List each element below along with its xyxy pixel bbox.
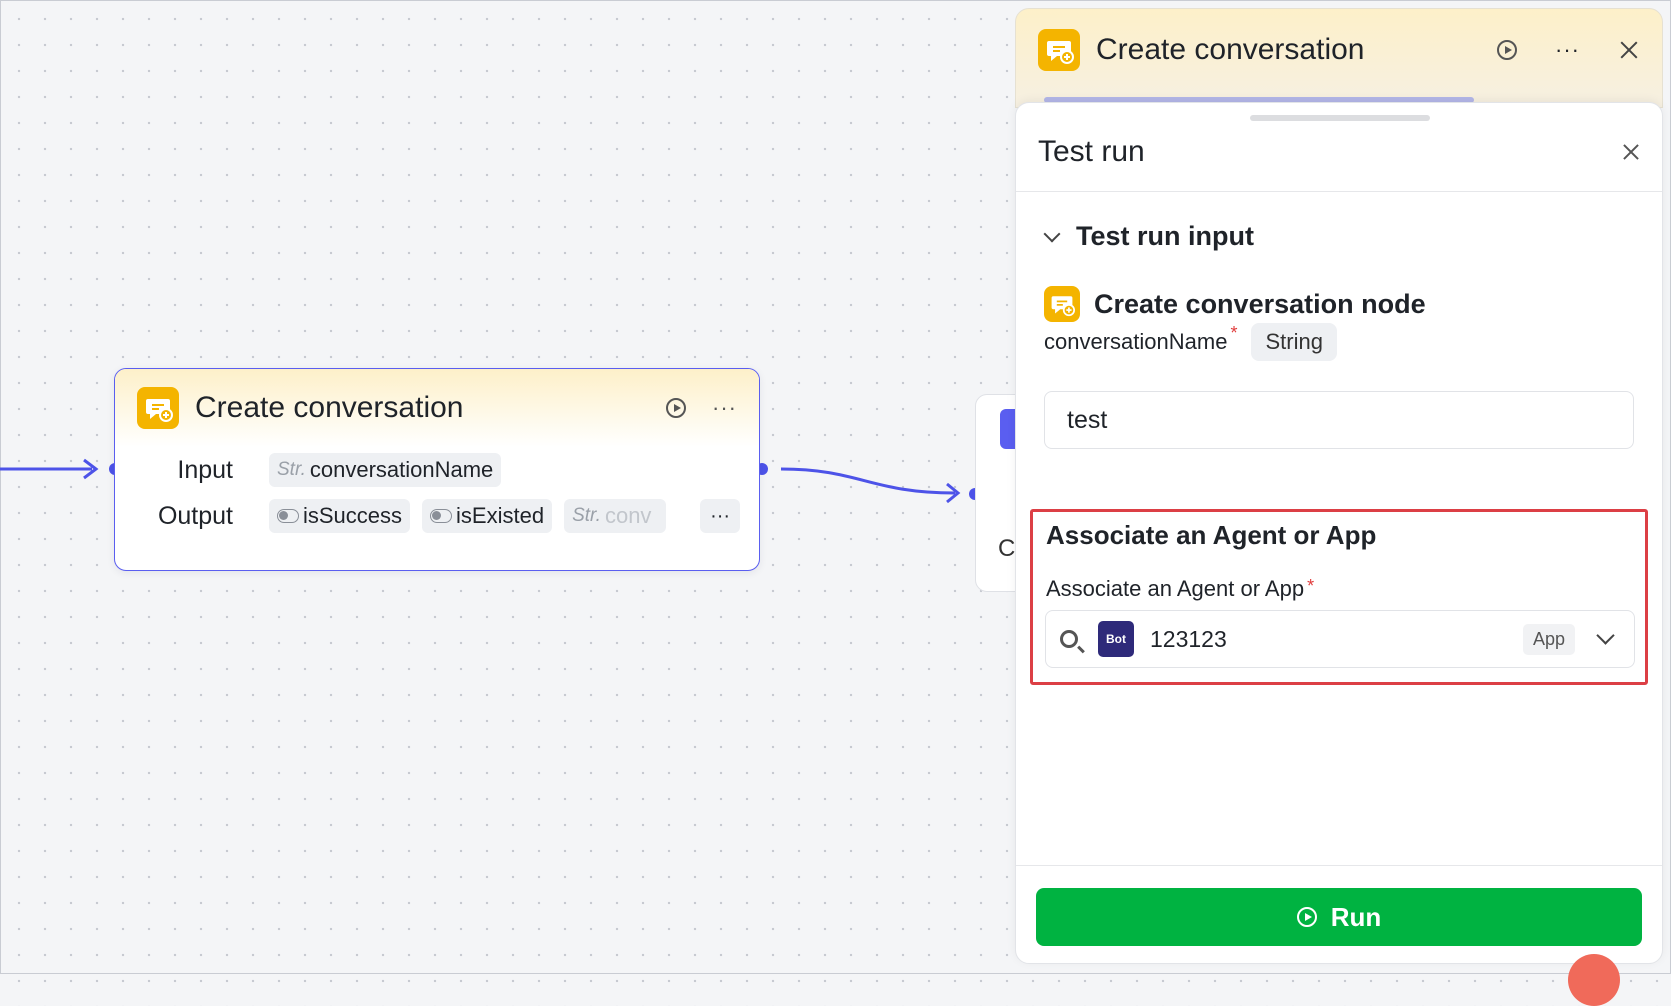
output-name: isSuccess: [303, 503, 403, 528]
node-output-row: Output isSuccess isExisted Str. conv ···: [115, 493, 759, 539]
test-run-input-toggle[interactable]: Test run input: [1043, 221, 1254, 252]
more-icon[interactable]: ···: [1555, 37, 1580, 62]
input-param-name: conversationName: [309, 457, 494, 482]
assistant-avatar[interactable]: [1568, 954, 1620, 1006]
footer-divider: [1016, 865, 1662, 866]
chevron-down-icon: [1043, 225, 1061, 242]
chevron-down-icon[interactable]: [1596, 626, 1615, 645]
more-icon[interactable]: ···: [712, 395, 737, 420]
play-circle-icon: [1296, 907, 1317, 927]
selected-agent-name: 123123: [1150, 625, 1227, 652]
play-circle-icon[interactable]: [1497, 40, 1518, 60]
search-icon: [1060, 630, 1078, 648]
output-label: Output: [157, 501, 233, 530]
section-title: Test run input: [1076, 221, 1254, 251]
test-run-header: Test run: [1016, 103, 1662, 192]
associate-agent-select[interactable]: Bot 123123 App: [1045, 610, 1635, 668]
run-button[interactable]: Run: [1036, 888, 1642, 946]
output-chip-isexisted: isExisted: [422, 499, 553, 533]
output-name: conv: [604, 503, 652, 528]
associate-heading: Associate an Agent or App: [1046, 520, 1377, 550]
boolean-type-icon: [430, 509, 453, 523]
agent-type-tag: App: [1522, 623, 1575, 655]
incoming-arrow: [83, 458, 99, 480]
associate-label: Associate an Agent or App: [1046, 576, 1305, 601]
close-icon[interactable]: [1618, 39, 1640, 61]
node-panel-header: Create conversation ···: [1015, 8, 1663, 108]
boolean-type-icon: [277, 509, 299, 523]
node-title: Create conversation: [195, 391, 464, 424]
node-section-title: Create conversation node: [1094, 288, 1426, 319]
conversation-add-icon: [137, 387, 179, 429]
node-header: Create conversation ···: [115, 369, 759, 447]
play-circle-icon[interactable]: [666, 398, 687, 418]
required-mark: *: [1307, 576, 1315, 596]
close-icon[interactable]: [1622, 143, 1640, 161]
field-label: conversationName: [1044, 329, 1228, 354]
test-run-panel: Test run Test run input Create conversat…: [1015, 102, 1663, 964]
conversation-add-icon: [1044, 286, 1080, 322]
conversation-name-label-row: conversationName * String: [1044, 323, 1337, 361]
create-conversation-canvas-node[interactable]: Create conversation ··· Input Str. conve…: [114, 368, 760, 571]
associate-agent-section: Associate an Agent or App Associate an A…: [1030, 509, 1648, 685]
drag-handle[interactable]: [1250, 115, 1430, 121]
test-run-title: Test run: [1038, 135, 1145, 168]
panel-title: Create conversation: [1096, 33, 1365, 66]
output-chip-issuccess: isSuccess: [269, 499, 411, 533]
string-type-icon: Str.: [572, 505, 601, 526]
output-name: isExisted: [456, 503, 545, 528]
outgoing-arrow: [946, 482, 961, 504]
node-input-row: Input Str. conversationName: [115, 447, 759, 493]
conversation-name-input[interactable]: test: [1044, 391, 1634, 449]
bot-badge: Bot: [1098, 621, 1134, 657]
field-type-badge: String: [1251, 323, 1337, 361]
panel-progress-strip: [1044, 97, 1474, 103]
connection-lines: [0, 458, 961, 504]
input-param-chip: Str. conversationName: [269, 453, 502, 487]
associate-label-row: Associate an Agent or App *: [1046, 576, 1314, 602]
string-type-icon: Str.: [277, 459, 306, 480]
outgoing-edge: [780, 467, 956, 495]
conversation-add-icon: [1038, 29, 1080, 71]
node-section-header: Create conversation node: [1044, 286, 1426, 322]
run-button-label: Run: [1330, 901, 1382, 932]
input-label: Input: [177, 455, 233, 484]
next-node-label-fragment: C: [998, 535, 1016, 562]
output-chip-conversation: Str. conv: [564, 499, 667, 533]
required-mark: *: [1230, 323, 1238, 343]
more-outputs-button[interactable]: ···: [700, 499, 741, 533]
